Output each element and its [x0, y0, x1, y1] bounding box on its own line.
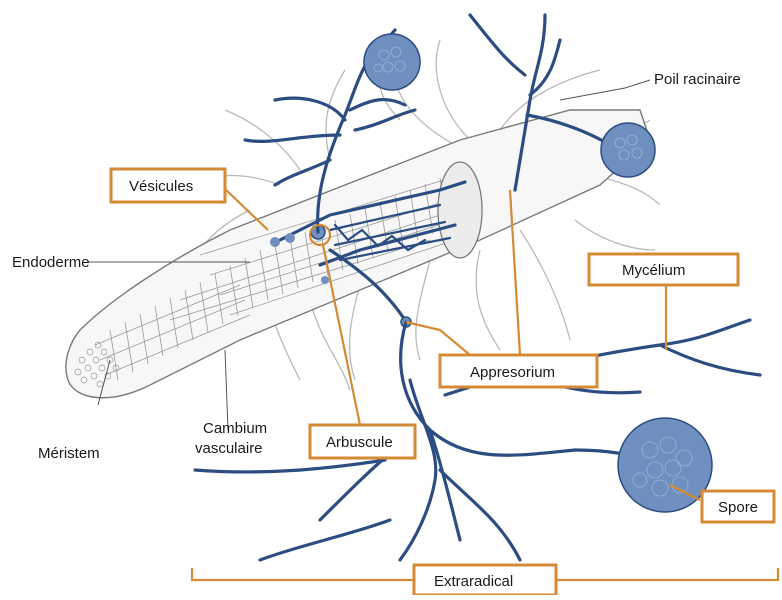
label-arbuscule: Arbuscule — [326, 434, 393, 451]
label-poil-racinaire: Poil racinaire — [654, 71, 741, 88]
label-endoderme: Endoderme — [12, 254, 90, 271]
label-mycelium: Mycélium — [622, 262, 685, 279]
label-cambium-line1: Cambium — [203, 420, 267, 437]
label-box-arbuscule: Arbuscule — [310, 425, 415, 458]
extraradical-bracket: Extraradical — [192, 565, 778, 595]
label-box-appresorium: Appresorium — [440, 355, 597, 387]
label-box-mycelium: Mycélium — [589, 254, 738, 285]
label-vesicules: Vésicules — [129, 178, 193, 195]
label-box-vesicules: Vésicules — [111, 169, 225, 202]
label-appresorium: Appresorium — [470, 364, 555, 381]
spore-right — [601, 123, 655, 177]
label-spore: Spore — [718, 499, 758, 516]
label-cambium-line2: vasculaire — [195, 440, 263, 457]
label-meristem: Méristem — [38, 445, 100, 462]
label-extraradical: Extraradical — [434, 573, 513, 590]
spore-top — [364, 34, 420, 90]
label-box-spore: Spore — [702, 491, 774, 522]
